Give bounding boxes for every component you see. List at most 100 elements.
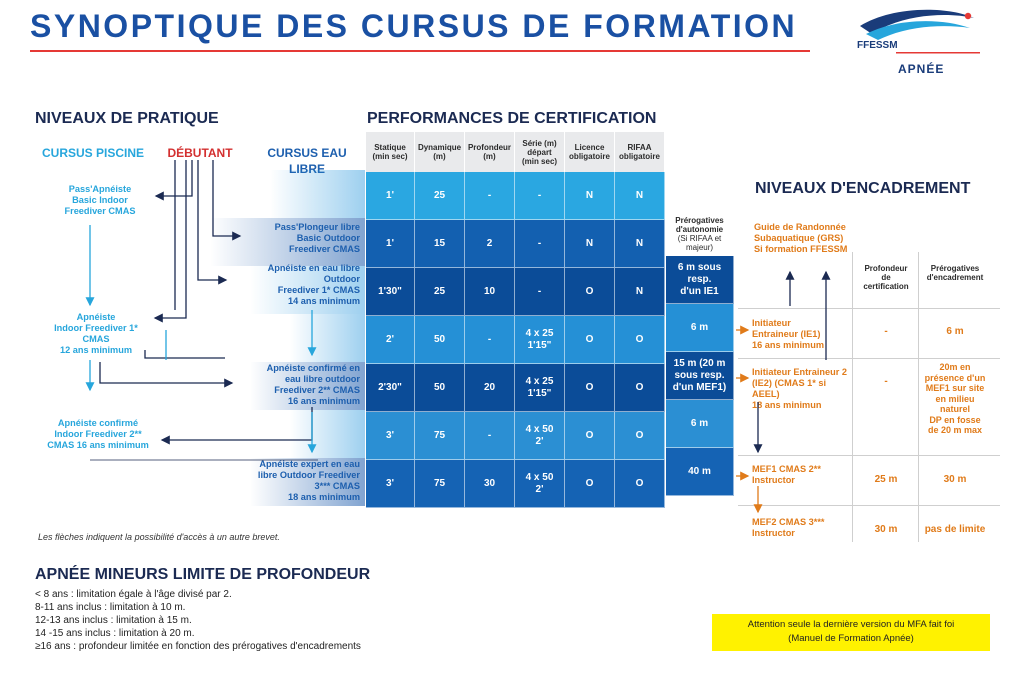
col-open-water: CURSUS EAU LIBRE xyxy=(267,146,347,176)
table-cell: 1'30" xyxy=(366,268,415,316)
autonomy-cell: 6 m xyxy=(666,304,734,352)
table-cell: - xyxy=(515,172,565,220)
table-cell: N xyxy=(615,220,665,268)
table-cell: 2' xyxy=(366,316,415,364)
table-cell: O xyxy=(565,316,615,364)
supervision-row-line-3 xyxy=(738,455,1000,456)
section-practice: NIVEAUX DE PRATIQUE xyxy=(35,110,219,127)
band-row-2 xyxy=(210,218,365,266)
minors-item: 12-13 ans inclus : limitation à 15 m. xyxy=(35,615,192,626)
table-cell: 75 xyxy=(415,412,465,460)
autonomy-cell: 6 m xyxy=(666,400,734,448)
minors-list: < 8 ans : limitation égale à l'âge divis… xyxy=(35,588,361,653)
page-title: SYNOPTIQUE DES CURSUS DE FORMATION xyxy=(30,8,798,44)
band-row-4 xyxy=(290,314,365,362)
table-header-series: Série (m)départ(min sec) xyxy=(515,132,565,172)
table-cell: O xyxy=(565,364,615,412)
supervision-row-line-2 xyxy=(738,358,1000,359)
table-cell: 1' xyxy=(366,172,415,220)
arrows-note: Les flèches indiquent la possibilité d'a… xyxy=(38,532,280,542)
supervision-divider-2 xyxy=(918,252,919,542)
mef1-depth: 25 m xyxy=(874,474,898,485)
table-cell: N xyxy=(565,220,615,268)
table-cell: O xyxy=(615,316,665,364)
title-underline xyxy=(30,50,810,52)
table-cell: 50 xyxy=(415,316,465,364)
supervision-mef1: MEF1 CMAS 2**Instructor xyxy=(752,464,821,485)
table-cell: 50 xyxy=(415,364,465,412)
table-cell: 1' xyxy=(366,220,415,268)
table-cell: O xyxy=(615,412,665,460)
ie1-depth: - xyxy=(884,326,888,337)
supervision-mef2: MEF2 CMAS 3***Instructor xyxy=(752,517,825,538)
table-cell: - xyxy=(465,172,515,220)
table-header-depth: Profondeur(m) xyxy=(465,132,515,172)
table-cell: 20 xyxy=(465,364,515,412)
table-cell: 2 xyxy=(465,220,515,268)
table-cell: N xyxy=(615,268,665,316)
warning-box: Attention seule la dernière version du M… xyxy=(712,614,990,651)
table-cell: 3' xyxy=(366,412,415,460)
table-cell: 2'30" xyxy=(366,364,415,412)
supervision-divider-1 xyxy=(852,252,853,542)
ie1-prerogatives: 6 m xyxy=(946,326,964,337)
table-cell: 75 xyxy=(415,460,465,508)
ffessm-logo-icon xyxy=(860,9,980,54)
table-cell: N xyxy=(565,172,615,220)
band-row-7 xyxy=(250,458,365,506)
band-row-1 xyxy=(270,170,365,218)
table-header-row: Statique(min sec) Dynamique(m) Profondeu… xyxy=(366,132,665,172)
table-cell: - xyxy=(465,412,515,460)
section-performance: PERFORMANCES DE CERTIFICATION xyxy=(367,110,657,127)
table-cell: 15 xyxy=(415,220,465,268)
table-cell: - xyxy=(515,220,565,268)
table-cell: O xyxy=(615,460,665,508)
ie2-depth: - xyxy=(884,376,888,387)
logo-discipline: APNÉE xyxy=(898,62,945,76)
supervision-row-line-4 xyxy=(738,505,1000,506)
table-cell: - xyxy=(465,316,515,364)
minors-item: < 8 ans : limitation égale à l'âge divis… xyxy=(35,589,232,600)
supervision-ie2: Initiateur Entraineur 2(IE2) (CMAS 1* si… xyxy=(752,367,847,410)
table-cell: O xyxy=(565,412,615,460)
table-cell: 30 xyxy=(465,460,515,508)
table-cell: O xyxy=(565,460,615,508)
table-cell: O xyxy=(615,364,665,412)
minors-item: ≥16 ans : profondeur limitée en fonction… xyxy=(35,641,361,652)
logo-brand: FFESSM xyxy=(857,40,898,51)
col-beginner: DÉBUTANT xyxy=(167,146,233,160)
minors-item: 14 -15 ans inclus : limitation à 20 m. xyxy=(35,628,195,639)
table-header-static: Statique(min sec) xyxy=(366,132,415,172)
supervision-row-line-1 xyxy=(738,308,1000,309)
section-supervision: NIVEAUX D'ENCADREMENT xyxy=(755,180,971,197)
table-cell: 10 xyxy=(465,268,515,316)
table-cell: 25 xyxy=(415,268,465,316)
mef2-prerogatives: pas de limite xyxy=(924,524,986,535)
